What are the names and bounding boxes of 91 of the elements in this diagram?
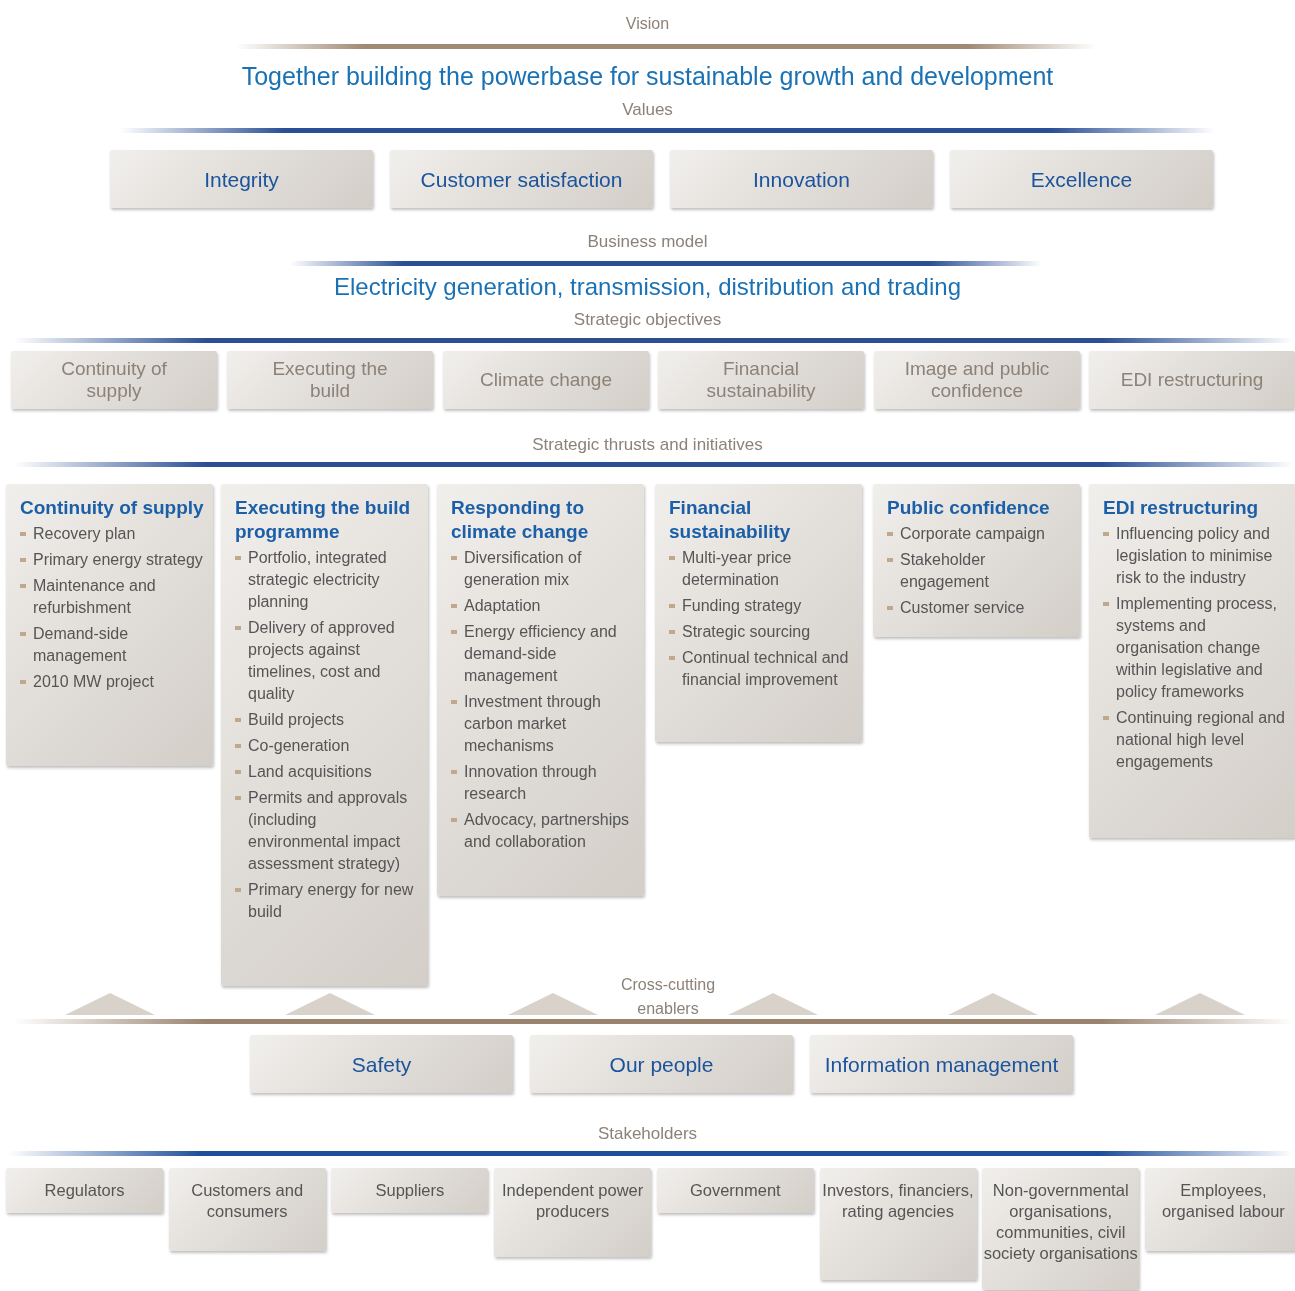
section-heading: Vision — [625, 14, 670, 34]
box-label: EDI restructuring — [1120, 369, 1264, 391]
value-box — [810, 1035, 1073, 1093]
box-label: Employees, organised labour — [1160, 1180, 1286, 1222]
objective-box — [443, 351, 649, 409]
box-label: Customer satisfaction — [420, 166, 623, 192]
card-heading: Continuity of supply — [20, 496, 205, 520]
box-label: Excellence — [1030, 166, 1133, 192]
objective-box — [1089, 351, 1295, 409]
box-label: Regulators — [44, 1180, 125, 1201]
value-box — [530, 1035, 793, 1093]
section-heading: Business model — [587, 231, 708, 253]
bullet-item: Build projects — [235, 709, 420, 731]
stakeholder-box — [819, 1168, 977, 1280]
box-label: Investors, financiers, rating agencies — [821, 1180, 975, 1222]
box-label: Safety — [351, 1051, 412, 1077]
box-label: Climate change — [480, 369, 612, 391]
box-label: Integrity — [204, 166, 279, 192]
initiative-card — [6, 484, 213, 766]
initiative-card — [873, 484, 1080, 637]
section-heading: Strategic thrusts and initiatives — [532, 434, 763, 456]
bullet-item: Innovation through research — [451, 761, 636, 805]
stakeholder-box — [494, 1168, 652, 1257]
box-label: Government — [689, 1180, 781, 1201]
bullet-item: Energy efficiency and demand-side management — [451, 621, 636, 687]
box-label: Suppliers — [375, 1180, 445, 1201]
bullet-item: Adaptation — [451, 595, 636, 617]
business-statement: Electricity generation, transmission, distribution and trading — [334, 272, 961, 302]
section-heading: Stakeholders — [597, 1123, 698, 1145]
section-heading: Cross-cutting enablers — [619, 975, 717, 1019]
section-heading: Values — [622, 99, 673, 121]
bullet-item: Demand-side management — [20, 623, 205, 667]
value-box — [670, 150, 933, 208]
bullet-item: Land acquisitions — [235, 761, 420, 783]
bullet-item: Funding strategy — [669, 595, 854, 617]
bullet-item: Corporate campaign — [887, 523, 1072, 545]
bullet-item: Implementing process, systems and organisation change within legislative and policy frameworks — [1103, 593, 1288, 703]
box-label: Our people — [609, 1051, 714, 1077]
box-label: Continuity of supply — [60, 358, 168, 402]
bullet-item: Continual technical and financial improvement — [669, 647, 854, 691]
vision-statement: Together building the powerbase for sustainable growth and development — [241, 61, 1054, 92]
card-heading: Financial sustainability — [669, 496, 792, 544]
box-label: Innovation — [753, 166, 850, 192]
stakeholder-box — [1144, 1168, 1295, 1251]
value-box — [110, 150, 373, 208]
bullet-item: Continuing regional and national high level engagements — [1103, 707, 1288, 773]
bullet-item: Portfolio, integrated strategic electricity planning — [235, 547, 420, 613]
box-label: Image and public confidence — [903, 358, 1051, 402]
bullet-item: Customer service — [887, 597, 1072, 619]
value-box — [390, 150, 653, 208]
bullet-item: Delivery of approved projects against timelines, cost and quality — [235, 617, 420, 705]
bullet-item: Stakeholder engagement — [887, 549, 1072, 593]
card-heading: EDI restructuring — [1103, 496, 1260, 520]
initiative-card — [437, 484, 644, 896]
objective-box — [658, 351, 864, 409]
box-label: Independent power producers — [500, 1180, 645, 1222]
bullet-item: Advocacy, partnerships and collaboration — [451, 809, 636, 853]
initiative-card — [221, 484, 428, 986]
objective-box — [11, 351, 217, 409]
stakeholder-box — [982, 1168, 1140, 1290]
box-label: Non-governmental organisations, communities, civil society organisations — [982, 1180, 1139, 1264]
box-label: Executing the build — [271, 358, 389, 402]
bullet-item: Diversification of generation mix — [451, 547, 636, 591]
stakeholder-box — [656, 1168, 814, 1213]
bullet-item: Co-generation — [235, 735, 420, 757]
stakeholder-box — [331, 1168, 489, 1213]
bullet-item: 2010 MW project — [20, 671, 205, 693]
card-heading: Executing the build programme — [235, 496, 412, 544]
objective-box — [227, 351, 433, 409]
initiative-card — [1089, 484, 1295, 838]
box-label: Customers and consumers — [190, 1180, 305, 1222]
box-label: Information management — [824, 1051, 1059, 1077]
bullet-item: Primary energy strategy — [20, 549, 205, 571]
bullet-item: Investment through carbon market mechanisms — [451, 691, 636, 757]
bullet-item: Primary energy for new build — [235, 879, 420, 923]
box-label: Financial sustainability — [705, 358, 817, 402]
section-heading: Strategic objectives — [573, 309, 722, 331]
bullet-item: Strategic sourcing — [669, 621, 854, 643]
value-box — [250, 1035, 513, 1093]
card-heading: Public confidence — [887, 496, 1051, 520]
initiative-card — [655, 484, 862, 742]
stakeholder-box — [6, 1168, 163, 1213]
objective-box — [874, 351, 1080, 409]
bullet-item: Permits and approvals (including environmental impact assessment strategy) — [235, 787, 420, 875]
bullet-item: Influencing policy and legislation to minimise risk to the industry — [1103, 523, 1288, 589]
bullet-item: Maintenance and refurbishment — [20, 575, 205, 619]
bullet-item: Recovery plan — [20, 523, 205, 545]
value-box — [950, 150, 1213, 208]
bullet-item: Multi-year price determination — [669, 547, 854, 591]
card-heading: Responding to climate change — [451, 496, 590, 544]
stakeholder-box — [168, 1168, 326, 1251]
